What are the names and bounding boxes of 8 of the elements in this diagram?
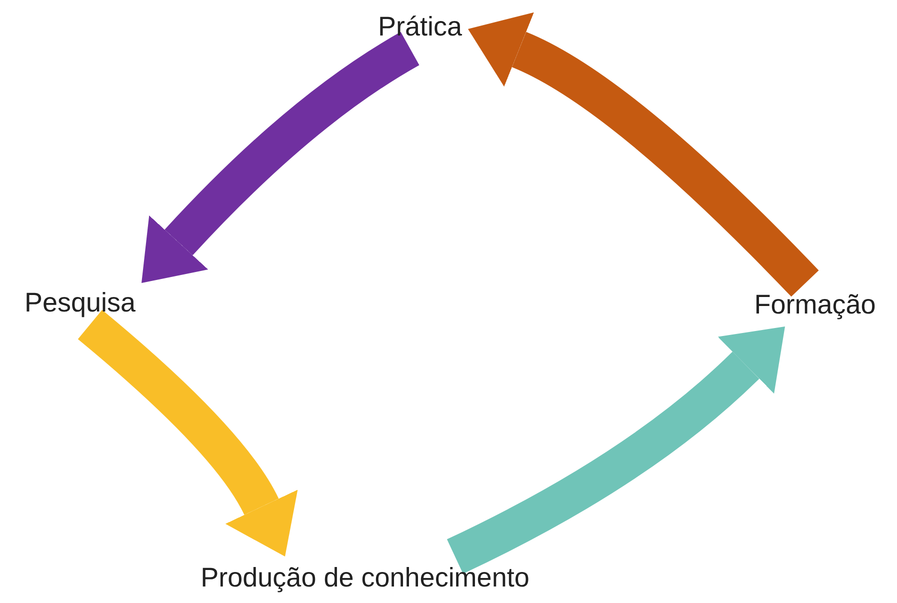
arrow: [141, 32, 420, 283]
cycle-label: Produção de conhecimento: [200, 562, 530, 594]
arrow: [446, 327, 786, 574]
arrow: [468, 13, 819, 297]
cycle-label: Prática: [378, 12, 462, 42]
cycle-label: Pesquisa: [24, 288, 136, 318]
cycle-label: Formação: [754, 290, 876, 320]
arrow: [78, 310, 297, 556]
